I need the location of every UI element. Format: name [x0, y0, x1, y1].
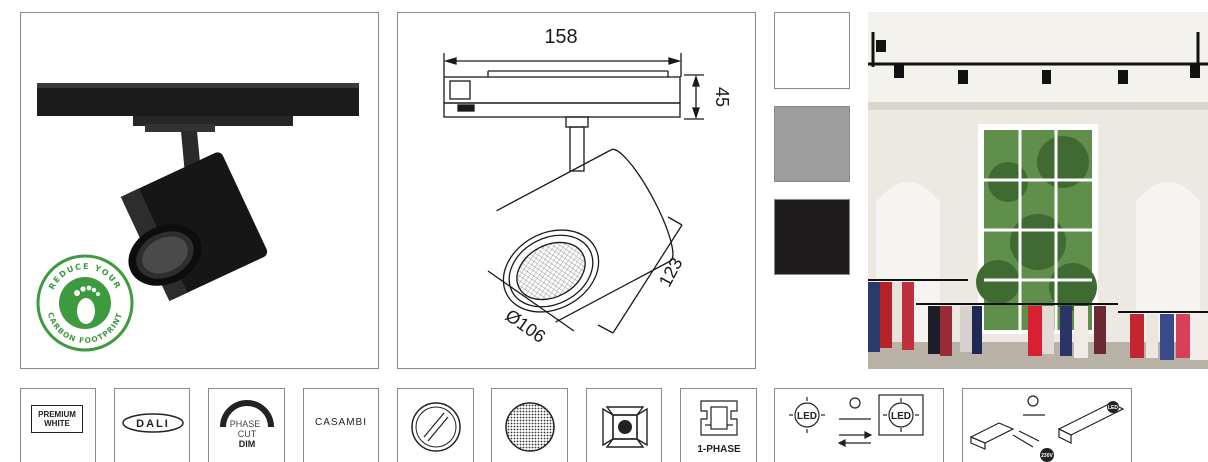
product-photo	[37, 83, 359, 302]
product-photo-panel: REDUCE YOUR CARBON FOOTPRINT	[20, 12, 379, 369]
dimension-height: 45	[712, 87, 732, 107]
replaceable-driver-feature: LED 230V	[962, 388, 1132, 462]
white-label: WHITE	[44, 419, 70, 428]
phase-cut-dim-feature: PHASE CUT DIM	[208, 388, 285, 462]
honeycomb-louvre-icon	[505, 402, 555, 452]
led-chip-label: LED	[1108, 405, 1118, 411]
phase-label: PHASE	[230, 419, 261, 429]
technical-drawing: 158 45 123 Ø106	[443, 26, 732, 347]
casambi-feature: CASAMBI	[303, 388, 379, 462]
dali-icon: DALI	[122, 413, 184, 433]
swatch-white[interactable]	[774, 12, 850, 89]
replaceable-driver-icon: LED 230V	[969, 395, 1125, 462]
honeycomb-feature	[491, 388, 568, 462]
application-photo	[868, 12, 1208, 369]
led-label-left: LED	[797, 411, 817, 422]
barn-door-feature	[586, 388, 662, 462]
driver-voltage-label: 230V	[1041, 453, 1053, 459]
premium-label: PREMIUM	[38, 410, 76, 419]
carbon-footprint-icon: REDUCE YOUR CARBON FOOTPRINT	[36, 254, 134, 352]
dimension-width: 158	[544, 26, 577, 48]
premium-white-feature: PREMIUM WHITE	[20, 388, 96, 462]
swatch-grey[interactable]	[774, 106, 850, 182]
casambi-label: CASAMBI	[314, 417, 367, 428]
replaceable-led-icon: LED LED	[789, 394, 924, 447]
cut-label: CUT	[238, 429, 257, 439]
swatch-black[interactable]	[774, 199, 850, 275]
phase-cut-dim-icon: PHASE CUT DIM	[220, 400, 274, 449]
dim-label: DIM	[239, 439, 256, 449]
one-phase-feature: 1-PHASE	[680, 388, 757, 462]
led-label-right: LED	[891, 411, 911, 422]
barn-door-icon	[602, 406, 648, 448]
dali-feature: DALI	[114, 388, 190, 462]
one-phase-label: 1-PHASE	[697, 444, 741, 455]
technical-drawing-panel: 158 45 123 Ø106	[397, 12, 756, 369]
clear-diffuser-feature	[397, 388, 474, 462]
track-adapter-icon: 1-PHASE	[697, 400, 741, 455]
diffuser-clear-icon	[411, 402, 461, 452]
replaceable-led-feature: LED LED	[774, 388, 944, 462]
dali-label: DALI	[136, 418, 170, 430]
